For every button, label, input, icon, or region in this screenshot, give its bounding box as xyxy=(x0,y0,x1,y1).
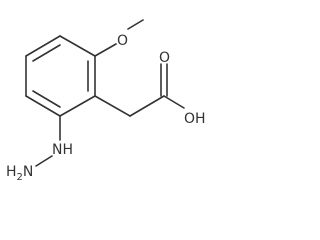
hydrazine-nh2-label: H2N xyxy=(6,164,33,183)
ring-double-bond-bottom xyxy=(32,90,61,108)
hydrazine-nh2-h: H xyxy=(6,164,17,180)
bond-ch2-to-carbonyl-c xyxy=(129,95,165,117)
hydrazine-nh2-subscript: 2 xyxy=(17,172,23,183)
hydrazinyl-group: NH H2N xyxy=(6,115,73,183)
acetic-acid-group: O OH xyxy=(94,50,206,127)
ring-bond-top-left xyxy=(59,35,96,57)
bond-methoxy-o-to-ch3 xyxy=(127,19,144,30)
ring-bond-bottom-left xyxy=(25,95,61,117)
bond-carbonyl-c-to-oh xyxy=(163,95,185,109)
benzene-ring xyxy=(25,35,96,117)
ring-double-bond-top xyxy=(32,44,61,62)
methoxy-oxygen-label: O xyxy=(117,33,128,49)
bond-ring-to-ch2 xyxy=(94,95,131,117)
hydroxyl-label: OH xyxy=(184,111,206,127)
bond-ring-to-methoxy-o xyxy=(94,43,117,57)
hydrazine-nh2-n: N xyxy=(23,164,33,180)
ring-bond-upper-left xyxy=(25,35,61,57)
methoxy-group: O xyxy=(94,19,144,57)
hydrazine-nh-label: NH xyxy=(52,142,73,158)
bond-nh-to-nh2 xyxy=(35,155,53,167)
ring-bond-right-lower xyxy=(59,95,96,117)
chemical-structure: O O OH NH H2N xyxy=(6,19,206,183)
carbonyl-oxygen-label: O xyxy=(159,50,170,66)
